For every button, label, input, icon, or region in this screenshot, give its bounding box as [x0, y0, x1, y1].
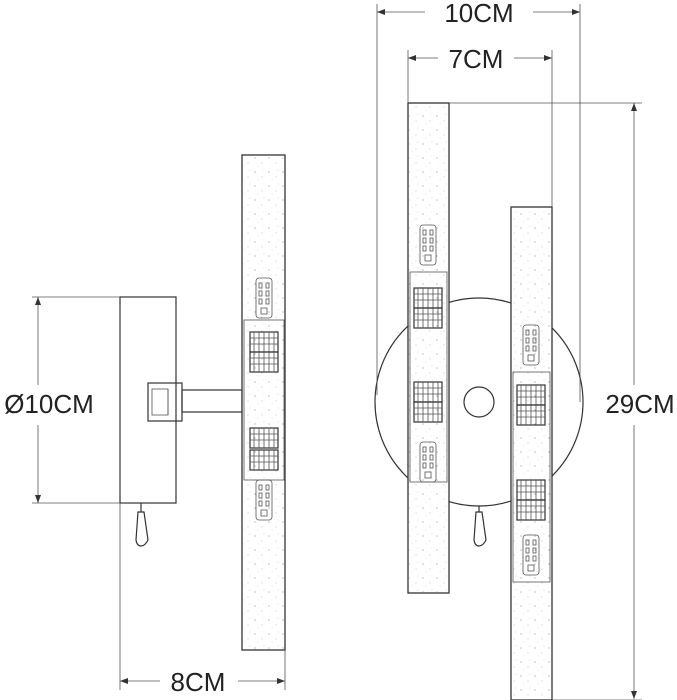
- dim-height: 29CM: [449, 102, 675, 700]
- dim-overall-width: 10CM: [376, 0, 581, 402]
- dim-inner-width: 7CM: [407, 44, 553, 207]
- front-switch: [473, 506, 487, 547]
- side-base-plate: [119, 296, 177, 504]
- front-center-cap: [463, 386, 495, 418]
- side-switch: [135, 503, 149, 547]
- dim-height-label: 29CM: [605, 389, 674, 419]
- dim-inner-width-label: 7CM: [449, 44, 504, 74]
- dim-overall-width-label: 10CM: [444, 0, 513, 28]
- side-view: [119, 154, 286, 651]
- dim-depth-label: 8CM: [171, 667, 226, 697]
- dim-depth: 8CM: [119, 503, 286, 697]
- side-arm: [147, 382, 243, 422]
- dim-base-diameter-label: Ø10CM: [4, 389, 94, 419]
- front-view: [374, 102, 584, 700]
- dim-base-diameter: Ø10CM: [4, 296, 120, 504]
